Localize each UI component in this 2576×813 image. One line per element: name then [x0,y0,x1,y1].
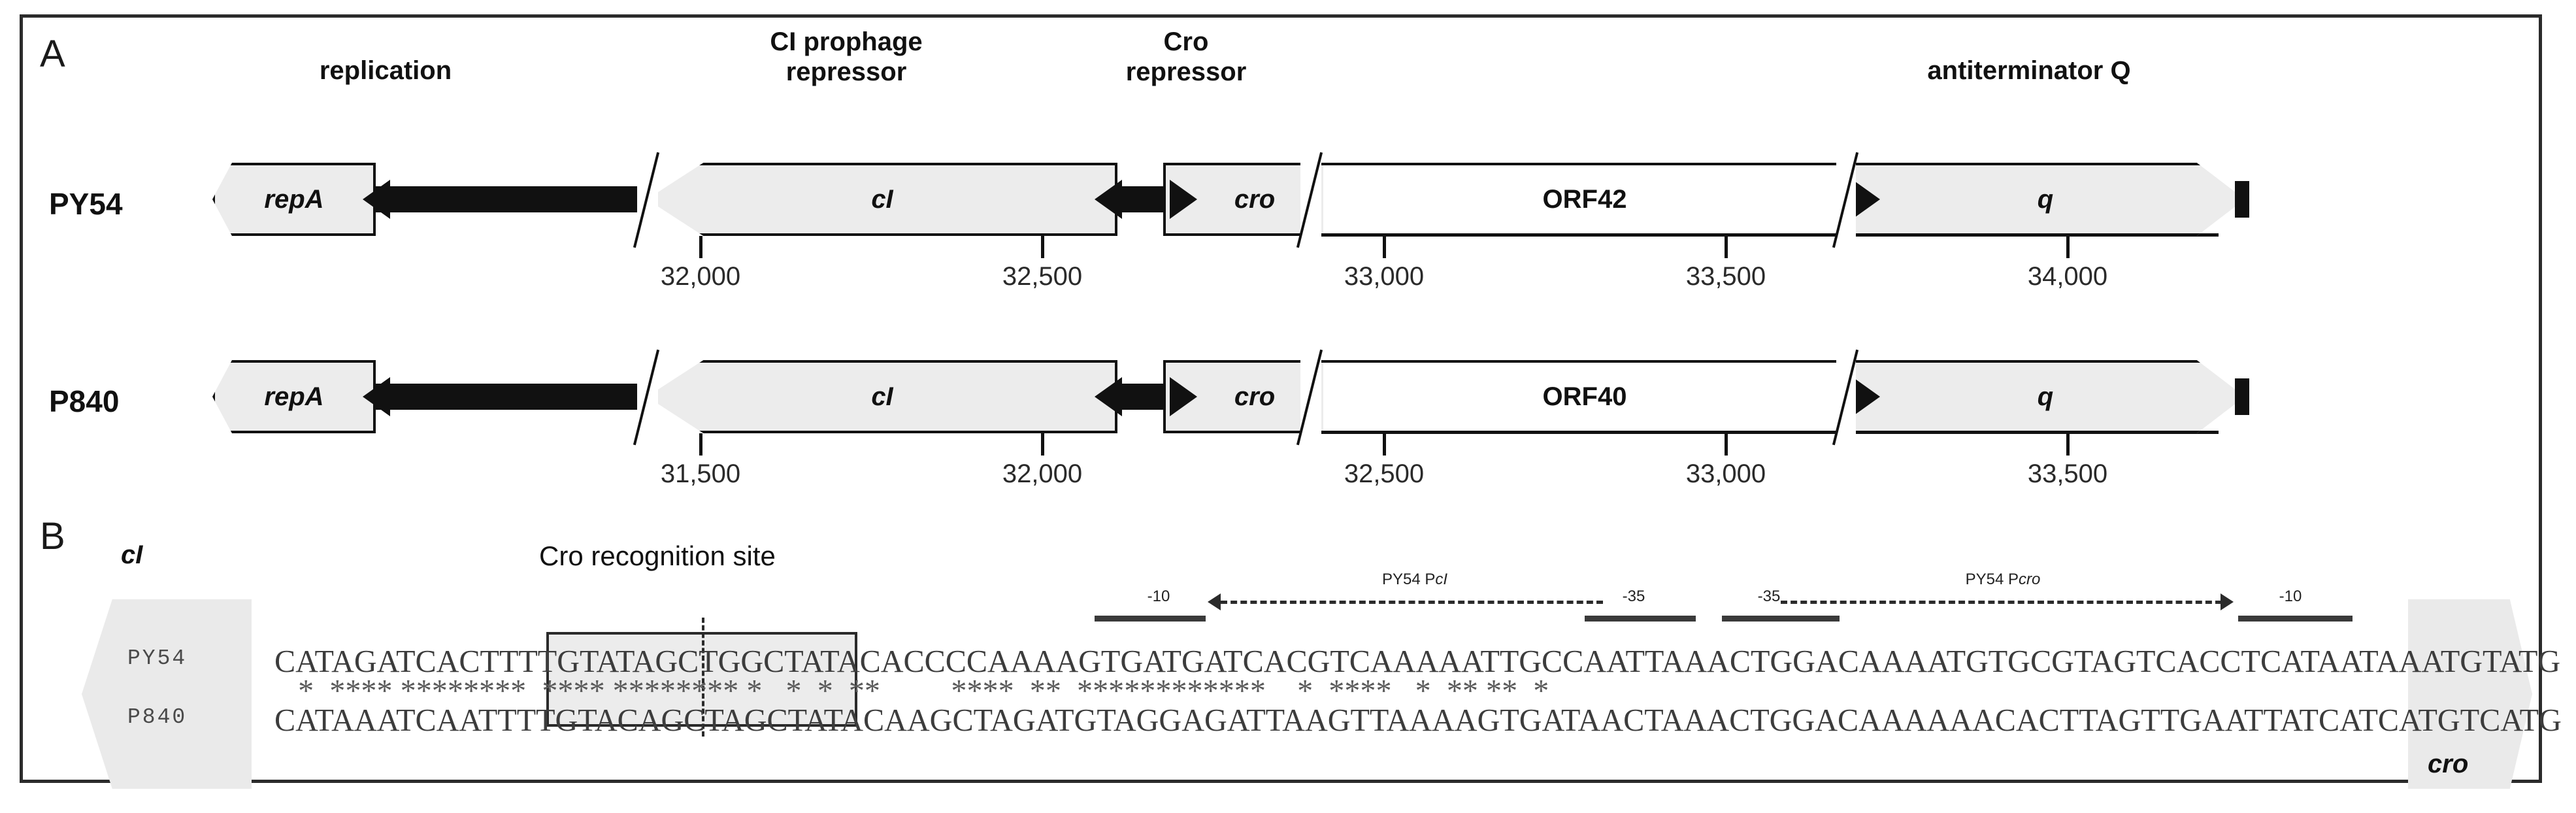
gene-label-orf42: ORF42 [1542,184,1627,214]
tick-mark [2066,433,2070,456]
arrowhead-repa-py54 [363,180,390,219]
promoter-minus35-label-pci: -35 [1622,588,1645,605]
arrowhead-q-p840 [1853,377,1880,416]
arrowhead-q-py54 [1853,180,1880,219]
promoter-name-pcro: PY54 Pcro [1965,571,2041,588]
tick-mark [1041,433,1044,456]
promoter-span-line-pci [1221,601,1603,604]
promoter-minus10-bar-pci [1095,616,1206,622]
gene-label-q: q [2037,382,2054,411]
gene-label-cro: cro [1234,184,1276,214]
tick-label: 31,500 [660,459,741,488]
backbone-terminus-py54 [2235,181,2249,218]
gene-repa-py54[interactable]: repA [212,163,376,236]
tick-mark [2066,236,2070,258]
ghost-label-cro: cro [2428,750,2469,778]
gene-label-orf40: ORF40 [1542,382,1627,411]
cro-recognition-site-box[interactable] [546,632,857,727]
sequence-row-name-p840: P840 [127,705,188,729]
tick-mark [1041,236,1044,258]
promoter-span-line-pcro [1781,601,2222,604]
gene-label-repa: repA [264,184,324,214]
gene-q-py54[interactable]: q [1846,163,2245,236]
panel-a-letter: A [40,33,65,75]
backbone-segment-1 [369,384,644,410]
tick-mark [1383,236,1386,258]
group-label-replication: replication [319,56,452,85]
ghost-gene-ci [82,599,252,789]
gene-orf42-py54[interactable]: ORF42 [1323,163,1846,236]
tick-mark [699,433,702,456]
promoter-minus35-bar-pci [1585,616,1696,622]
group-label-antiterminator-q: antiterminator Q [1927,56,2131,85]
gene-repa-p840[interactable]: repA [212,360,376,433]
backbone-segment-1 [369,186,644,212]
tick-label: 33,000 [1685,459,1766,488]
promoter-arrowhead-left-pci [1208,593,1221,610]
cro-dyad-axis [702,618,704,737]
sequence-row-name-py54: PY54 [127,646,188,671]
sequence-row-p840: CATAAATCAATTTTGTACAGCTAGCTATACAAGCTAGATG… [274,703,2562,738]
strain-label-py54: PY54 [49,187,123,221]
arrowhead-ci-py54 [1095,180,1122,219]
gene-label-q: q [2037,184,2054,214]
ghost-gene-cro [2408,599,2532,789]
gene-ci-py54[interactable]: cI [647,163,1117,236]
gene-q-p840[interactable]: q [1846,360,2245,433]
gene-label-ci: cI [871,184,893,214]
panel-b-letter: B [40,515,65,557]
gene-ci-p840[interactable]: cI [647,360,1117,433]
ghost-label-ci: cI [121,540,143,569]
arrowhead-cro-py54 [1170,180,1197,219]
gene-label-ci: cI [871,382,893,411]
gene-orf40-p840[interactable]: ORF40 [1323,360,1846,433]
promoter-minus10-bar-pcro [2238,616,2353,622]
backbone-terminus-p840 [2235,378,2249,415]
tick-mark [699,236,702,258]
tick-label: 34,000 [2027,262,2108,291]
gene-label-repa: repA [264,382,324,411]
cro-recognition-site-title: Cro recognition site [539,540,776,571]
tick-label: 32,000 [660,262,741,291]
promoter-name-pci: PY54 PcI [1381,571,1448,588]
tick-label: 33,000 [1344,262,1425,291]
arrowhead-cro-p840 [1170,377,1197,416]
tick-mark [1383,433,1386,456]
promoter-arrowhead-right-pcro [2221,593,2234,610]
tick-mark [1725,236,1728,258]
gene-label-cro: cro [1234,382,1276,411]
promoter-minus35-label-pcro: -35 [1757,588,1781,605]
tick-label: 33,500 [1685,262,1766,291]
tick-mark [1725,433,1728,456]
arrowhead-repa-p840 [363,377,390,416]
promoter-minus10-label-pci: -10 [1147,588,1170,605]
tick-label: 32,500 [1002,262,1083,291]
sequence-conservation-row: * **** ******** **** ******** * * * ** *… [274,674,1604,708]
tick-label: 33,500 [2027,459,2108,488]
arrowhead-ci-p840 [1095,377,1122,416]
tick-label: 32,000 [1002,459,1083,488]
promoter-minus10-label-pcro: -10 [2279,588,2302,605]
sequence-row-py54: CATAGATCACTTTTGTATAGCTGGCTATACACCCCAAAAG… [274,644,2561,679]
tick-label: 32,500 [1344,459,1425,488]
strain-label-p840: P840 [49,384,120,418]
promoter-minus35-bar-pcro [1722,616,1840,622]
